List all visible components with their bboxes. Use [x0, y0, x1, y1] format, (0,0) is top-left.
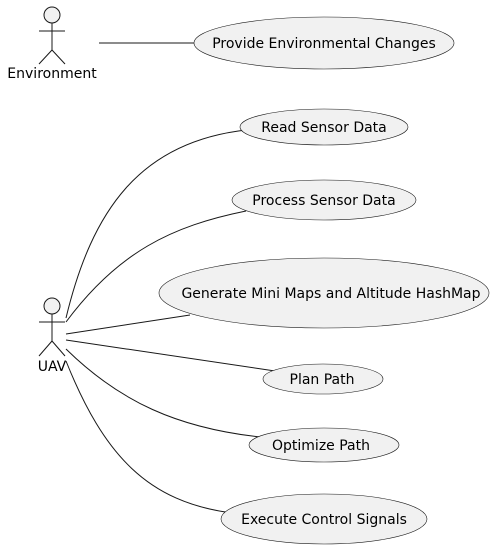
usecase-label: Read Sensor Data	[261, 120, 387, 136]
usecase-label: Execute Control Signals	[241, 512, 407, 528]
usecase-oval	[193, 16, 455, 70]
association-uav-plan-path	[65, 339, 276, 372]
actor-left-leg	[38, 49, 53, 65]
actor-environment: Environment	[7, 6, 97, 82]
usecase-oval	[239, 108, 409, 146]
association-uav-execute-control-signals	[65, 360, 233, 514]
usecase-label: Provide Environmental Changes	[212, 36, 436, 52]
usecase-label: Process Sensor Data	[252, 193, 395, 209]
actor-head	[43, 6, 61, 24]
association-uav-process-sensor-data	[65, 210, 247, 323]
usecase-oval	[220, 493, 428, 545]
usecase-label: Optimize Path	[272, 438, 370, 454]
actor-label-environment: Environment	[7, 66, 97, 82]
actor-left-leg	[38, 340, 53, 357]
usecase-label: Generate Mini Maps and Altitude HashMap	[181, 286, 480, 302]
usecase-label: Plan Path	[290, 372, 355, 388]
actor-right-leg	[51, 49, 66, 65]
usecase-plan-path: Plan Path	[262, 363, 384, 395]
usecase-oval	[262, 363, 384, 395]
associations	[65, 42, 276, 514]
association-uav-optimize-path	[65, 348, 261, 438]
association-uav-generate-mini-maps	[65, 314, 191, 335]
usecase-read-sensor-data: Read Sensor Data	[239, 108, 409, 146]
actor-head	[43, 297, 61, 315]
usecase-generate-mini-maps: Generate Mini Maps and Altitude HashMap	[158, 257, 490, 329]
usecase-oval	[158, 257, 490, 329]
usecase-optimize-path: Optimize Path	[248, 427, 400, 463]
usecase-oval	[231, 179, 417, 221]
association-uav-read-sensor-data	[65, 129, 247, 319]
actor-label-uav: UAV	[38, 359, 67, 375]
usecase-execute-control-signals: Execute Control Signals	[220, 493, 428, 545]
usecase-provide-environmental-changes: Provide Environmental Changes	[193, 16, 455, 70]
usecase-oval	[248, 427, 400, 463]
usecase-process-sensor-data: Process Sensor Data	[231, 179, 417, 221]
actor-right-leg	[51, 340, 66, 357]
actor-uav: UAV	[38, 297, 67, 375]
